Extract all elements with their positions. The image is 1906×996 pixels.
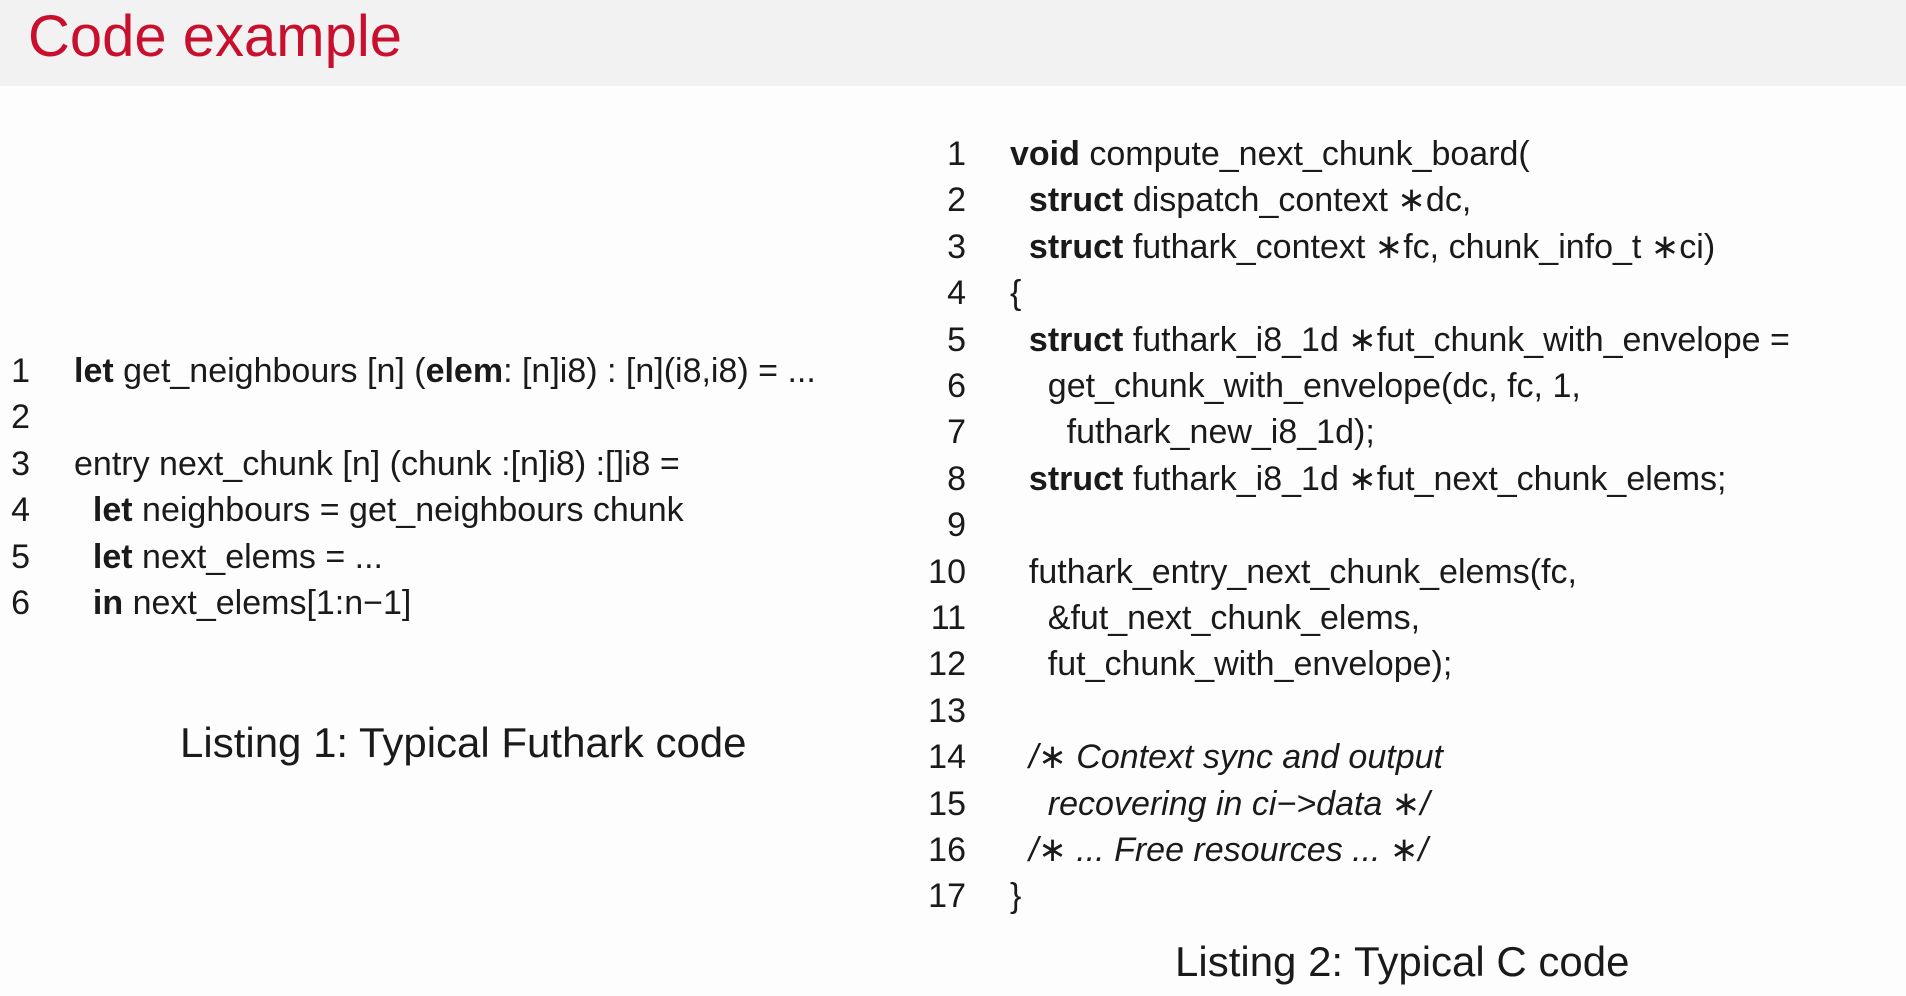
code-token: &fut_next_chunk_elems, <box>1010 599 1421 637</box>
code-line: get_chunk_with_envelope(dc, fc, 1, <box>1010 363 1581 409</box>
code-token: next_elems = ... <box>132 537 383 576</box>
code-keyword: let <box>92 491 133 530</box>
line-number: 6 <box>11 584 30 622</box>
line-number: 4 <box>947 274 966 313</box>
code-line: struct futhark_i8_1d ∗fut_next_chunk_ele… <box>1010 456 1727 502</box>
line-number: 3 <box>947 227 966 266</box>
code-token: neighbours = get_neighbours chunk <box>132 491 684 530</box>
line-number: 1 <box>11 352 30 390</box>
line-number: 10 <box>928 552 966 591</box>
listing-2-caption: Listing 2: Typical C code <box>1175 938 1630 985</box>
code-token: futhark_i8_1d ∗fut_next_chunk_elems; <box>1123 459 1727 498</box>
line-number: 8 <box>947 459 966 498</box>
code-keyword: in <box>92 584 124 622</box>
code-token: futhark_i8_1d ∗fut_chunk_with_envelope = <box>1123 320 1790 359</box>
code-line: } <box>1010 873 1021 919</box>
code-token <box>1010 228 1029 266</box>
line-number: 1 <box>947 135 966 173</box>
line-number: 17 <box>928 877 966 916</box>
listing-1-caption: Listing 1: Typical Futhark code <box>180 719 747 766</box>
code-token: futhark_new_i8_1d); <box>1010 413 1375 452</box>
code-token <box>74 538 93 576</box>
code-token <box>1010 831 1029 869</box>
code-keyword: elem <box>425 352 504 390</box>
line-number: 5 <box>11 537 30 576</box>
code-token: compute_next_chunk_board( <box>1079 135 1530 173</box>
code-line: &fut_next_chunk_elems, <box>1010 595 1420 641</box>
code-keyword: struct <box>1028 181 1124 220</box>
code-token <box>1010 785 1048 823</box>
line-number: 12 <box>928 645 966 684</box>
line-number: 14 <box>928 738 966 777</box>
code-line: { <box>1010 270 1021 316</box>
code-line: struct futhark_i8_1d ∗fut_chunk_with_env… <box>1010 317 1790 363</box>
line-number: 11 <box>930 599 966 637</box>
line-number: 15 <box>928 784 966 823</box>
code-line: /∗ ... Free resources ... ∗/ <box>1010 827 1428 873</box>
line-number: 9 <box>947 506 966 545</box>
code-line: futhark_entry_next_chunk_elems(fc, <box>1010 549 1577 595</box>
code-token: entry next_chunk [n] (chunk :[n]i8) :[]i… <box>74 444 680 483</box>
code-comment: /∗ ... Free resources ... ∗/ <box>1028 831 1428 869</box>
code-token: { <box>1010 274 1022 313</box>
code-line: fut_chunk_with_envelope); <box>1010 641 1453 687</box>
line-number: 13 <box>928 691 966 730</box>
code-line: let get_neighbours [n] (elem: [n]i8) : [… <box>74 348 816 394</box>
slide-title: Code example <box>28 4 402 69</box>
code-token: next_elems[1:n−1] <box>123 584 412 622</box>
line-number: 4 <box>11 491 30 530</box>
title-bar: Code example <box>0 0 1906 86</box>
code-line: let neighbours = get_neighbours chunk <box>74 487 684 533</box>
code-keyword: let <box>74 352 114 390</box>
line-number: 2 <box>947 181 966 220</box>
code-token <box>1010 321 1029 359</box>
code-line: entry next_chunk [n] (chunk :[n]i8) :[]i… <box>74 441 680 487</box>
code-line: /∗ Context sync and output <box>1010 734 1443 780</box>
code-keyword: void <box>1010 135 1080 173</box>
code-line: in next_elems[1:n−1] <box>74 580 411 626</box>
line-number: 6 <box>947 367 966 405</box>
code-token: : [n]i8) : [n](i8,i8) = ... <box>503 352 816 390</box>
code-token: } <box>1010 877 1022 916</box>
line-number: 5 <box>947 320 966 359</box>
line-number: 2 <box>11 398 30 437</box>
code-token <box>74 584 93 622</box>
code-token <box>1010 181 1029 219</box>
code-line: let next_elems = ... <box>74 534 383 580</box>
code-keyword: struct <box>1028 459 1124 498</box>
code-keyword: struct <box>1028 320 1124 359</box>
code-keyword: let <box>92 537 133 576</box>
code-token <box>74 491 93 529</box>
code-line: void compute_next_chunk_board( <box>1010 131 1530 177</box>
line-number: 3 <box>11 444 30 483</box>
code-token <box>1010 738 1029 776</box>
code-comment: /∗ Context sync and output <box>1028 738 1443 777</box>
code-line: recovering in ci−>data ∗/ <box>1010 781 1430 827</box>
code-token: get_neighbours [n] ( <box>113 352 426 390</box>
code-comment: recovering in ci−>data ∗/ <box>1047 784 1430 823</box>
code-token: fut_chunk_with_envelope); <box>1010 645 1453 684</box>
code-line: struct futhark_context ∗fc, chunk_info_t… <box>1010 224 1715 270</box>
code-line: struct dispatch_context ∗dc, <box>1010 177 1471 223</box>
code-line: futhark_new_i8_1d); <box>1010 409 1375 455</box>
line-number: 7 <box>947 413 966 452</box>
line-number: 16 <box>928 831 966 869</box>
code-token: futhark_entry_next_chunk_elems(fc, <box>1010 552 1577 591</box>
code-keyword: struct <box>1028 227 1124 266</box>
code-token: get_chunk_with_envelope(dc, fc, 1, <box>1010 367 1581 405</box>
code-token: futhark_context ∗fc, chunk_info_t ∗ci) <box>1123 227 1716 266</box>
code-token: dispatch_context ∗dc, <box>1123 181 1472 220</box>
code-token <box>1010 460 1029 498</box>
